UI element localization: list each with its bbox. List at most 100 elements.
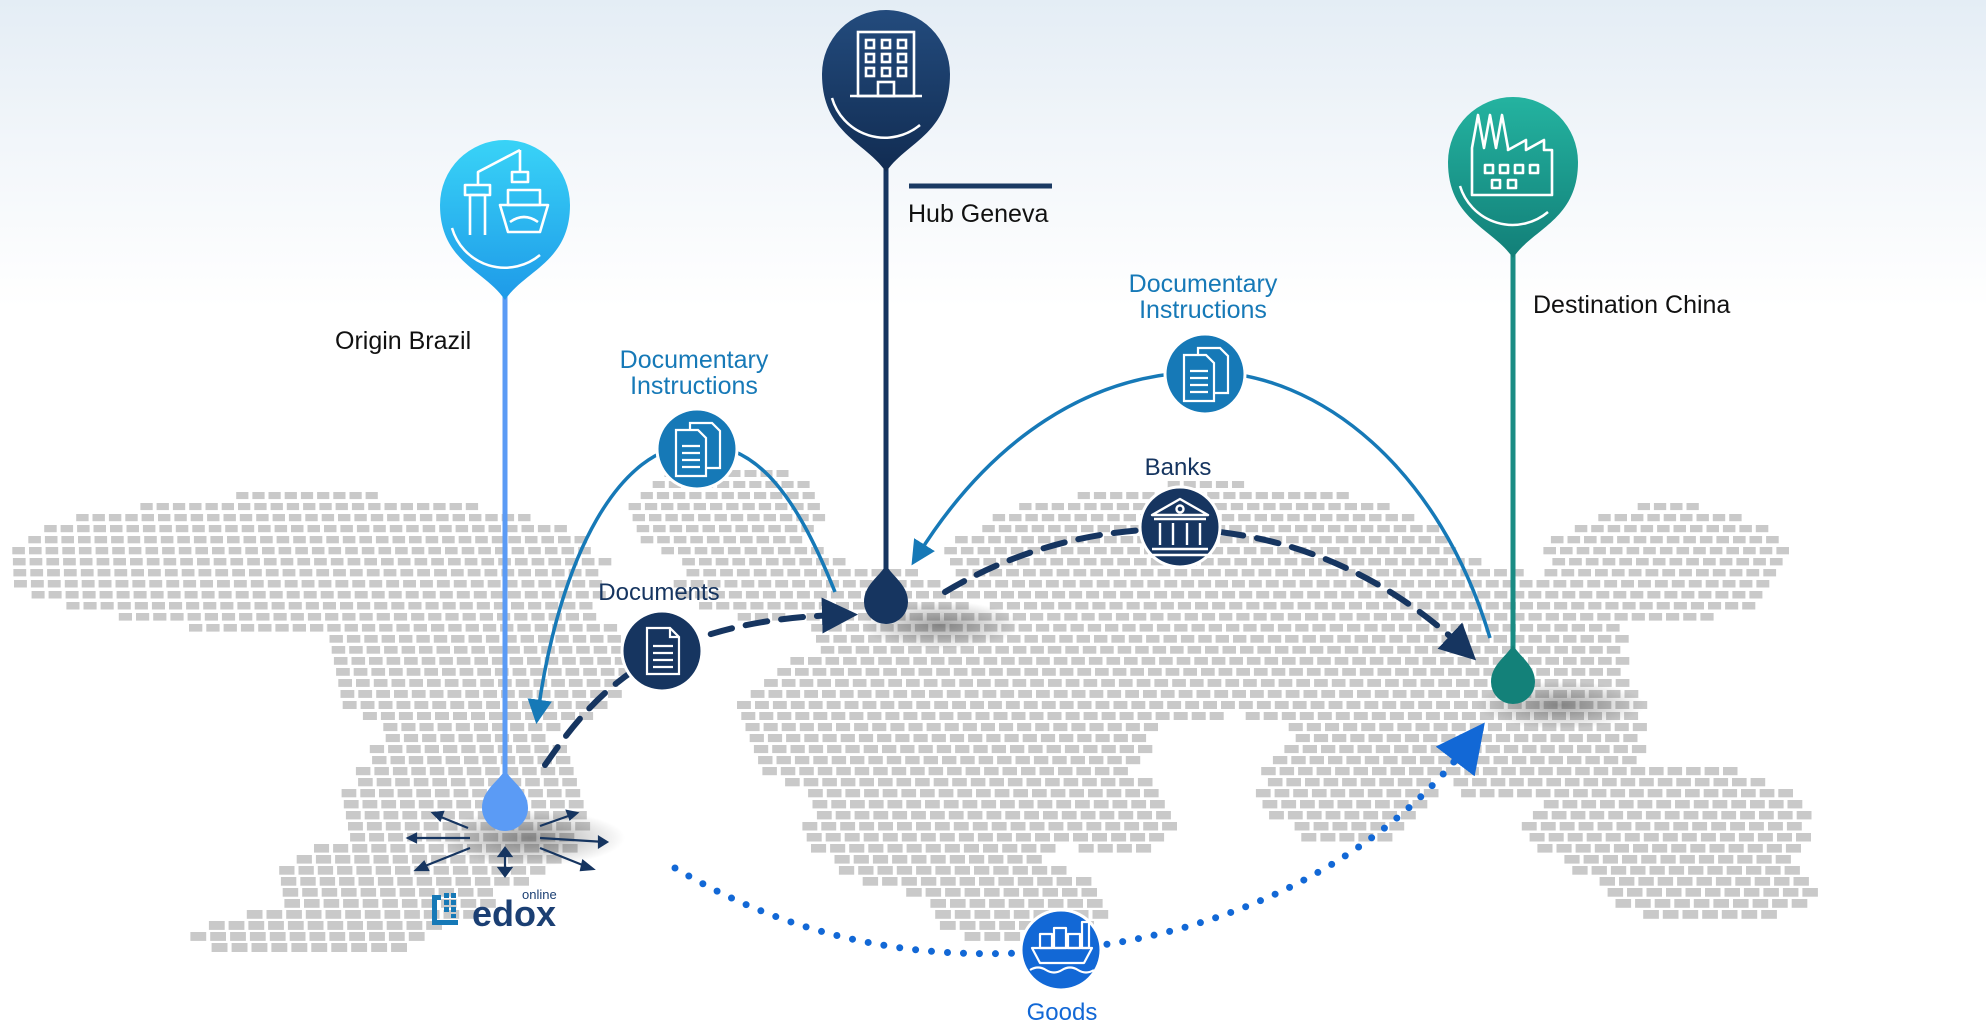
map-dot — [818, 602, 832, 610]
map-dot — [386, 657, 401, 665]
map-dot — [1681, 833, 1697, 842]
map-dot — [1502, 602, 1516, 610]
map-dot — [472, 866, 488, 875]
map-dot — [510, 866, 527, 875]
map-dot — [246, 910, 263, 919]
map-dot — [355, 767, 371, 776]
map-dot — [790, 701, 805, 709]
map-dot — [436, 877, 452, 886]
map-dot — [289, 932, 306, 941]
map-dot — [1208, 624, 1222, 632]
map-dot — [772, 613, 786, 621]
map-dot — [1218, 668, 1233, 676]
map-dot — [321, 514, 335, 522]
map-dot — [392, 855, 408, 864]
map-dot — [1094, 547, 1107, 555]
map-dot — [420, 580, 433, 588]
map-dot — [1548, 833, 1564, 842]
map-dot — [920, 833, 936, 842]
map-dot — [1635, 822, 1651, 831]
map-dot — [1106, 789, 1122, 798]
map-dot — [832, 558, 846, 566]
map-dot — [873, 646, 887, 654]
map-dot — [945, 888, 961, 897]
map-dot — [1284, 745, 1299, 754]
map-dot — [376, 613, 390, 621]
map-dot — [474, 657, 488, 665]
map-dot — [543, 778, 559, 787]
map-dot — [1693, 547, 1706, 555]
map-dot — [1320, 833, 1336, 842]
map-dot — [471, 712, 485, 720]
map-dot — [790, 745, 805, 754]
map-dot — [1024, 811, 1039, 820]
map-dot — [1741, 789, 1756, 798]
map-dot — [831, 756, 847, 765]
map-dot — [417, 503, 430, 511]
map-dot — [62, 547, 75, 555]
map-dot — [452, 866, 469, 875]
map-dot — [1425, 613, 1439, 621]
map-dot — [265, 569, 279, 577]
map-dot — [1201, 558, 1214, 566]
map-dot — [187, 613, 201, 621]
map-dot — [1733, 899, 1749, 908]
map-dot — [1007, 855, 1023, 864]
map-dot — [1479, 789, 1495, 798]
map-dot — [1320, 492, 1333, 500]
map-dot — [256, 514, 269, 522]
map-dot — [977, 679, 991, 687]
map-dot — [1519, 580, 1533, 588]
map-dot — [911, 811, 926, 820]
map-dot — [1006, 602, 1020, 610]
map-dot — [172, 503, 186, 511]
map-dot — [1149, 833, 1165, 842]
map-dot — [444, 679, 459, 687]
map-dot — [853, 602, 867, 610]
map-dot — [1292, 569, 1305, 577]
map-dot — [575, 701, 590, 709]
map-dot — [896, 866, 913, 875]
map-dot — [1098, 613, 1112, 621]
map-dot — [488, 646, 503, 654]
map-dot — [845, 789, 861, 798]
map-dot — [1028, 745, 1043, 754]
map-dot — [1117, 558, 1130, 566]
map-dot — [1719, 558, 1733, 566]
map-dot — [579, 602, 593, 610]
map-dot — [210, 536, 223, 544]
map-dot — [699, 602, 713, 610]
map-dot — [1428, 690, 1443, 698]
map-dot — [1759, 547, 1773, 555]
map-dot — [971, 668, 986, 676]
map-dot — [1311, 789, 1327, 798]
map-dot — [484, 569, 498, 577]
map-dot — [1100, 558, 1114, 566]
map-dot — [1402, 679, 1417, 687]
map-dot — [215, 569, 229, 577]
map-dot — [1412, 800, 1428, 809]
map-dot — [1743, 888, 1760, 897]
map-dot — [1050, 789, 1066, 798]
map-dot — [204, 613, 218, 621]
map-dot — [1426, 569, 1440, 577]
map-dot — [448, 767, 463, 776]
map-dot — [978, 580, 992, 588]
map-dot — [112, 547, 125, 555]
map-dot — [371, 943, 388, 952]
map-dot — [351, 943, 368, 952]
map-dot — [65, 591, 79, 599]
map-dot — [125, 514, 138, 522]
map-dot — [1472, 778, 1487, 787]
map-dot — [1030, 613, 1044, 621]
map-dot — [972, 822, 988, 831]
map-dot — [1722, 525, 1736, 533]
map-dot — [911, 690, 925, 698]
map-dot — [995, 646, 1009, 654]
map-dot — [1012, 866, 1028, 875]
map-dot — [1796, 833, 1811, 842]
map-dot — [1077, 492, 1090, 500]
map-dot — [1324, 668, 1339, 676]
map-dot — [1475, 756, 1490, 765]
map-dot — [12, 547, 25, 555]
